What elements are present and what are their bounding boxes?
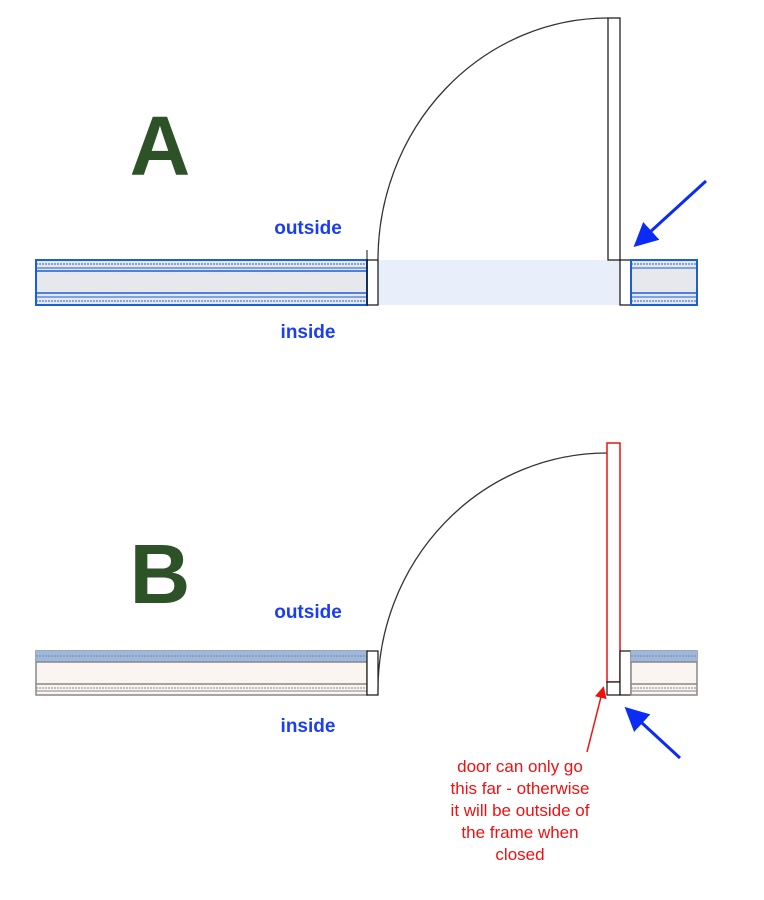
frame-stop-b	[606, 681, 621, 696]
inside-label-b: inside	[281, 716, 336, 737]
panel-b: B outside inside door can on	[35, 442, 698, 864]
door-opening-a	[378, 260, 620, 305]
wall-left-b	[35, 650, 368, 696]
wall-left-a	[35, 259, 368, 306]
outside-label-a: outside	[274, 218, 342, 239]
note-arrow-icon	[586, 686, 607, 753]
frame-right-b	[619, 650, 632, 696]
note-line: this far - otherwise	[451, 779, 590, 798]
outside-label-b: outside	[274, 602, 342, 623]
panel-a-letter: A	[130, 99, 191, 193]
frame-right-a	[619, 259, 632, 306]
frame-left-a	[366, 259, 379, 306]
door-leaf-b	[606, 442, 621, 683]
door-swing-arc-b	[377, 452, 608, 691]
wall-right-b	[630, 650, 698, 696]
door-leaf-a	[607, 17, 621, 261]
note-line: closed	[495, 845, 544, 864]
note-line: door can only go	[457, 757, 583, 776]
panel-b-letter: B	[130, 527, 191, 621]
arrow-icon-b	[624, 706, 682, 760]
door-swing-arc-a	[377, 17, 609, 261]
note-text: door can only go this far - otherwise it…	[451, 757, 590, 864]
panel-a: A outside inside	[35, 17, 708, 343]
frame-left-b	[366, 650, 379, 696]
inside-label-a: inside	[281, 322, 336, 343]
note-line: it will be outside of	[451, 801, 590, 820]
arrow-icon-a	[633, 179, 708, 248]
note-line: the frame when	[461, 823, 578, 842]
wall-right-a	[630, 259, 698, 306]
